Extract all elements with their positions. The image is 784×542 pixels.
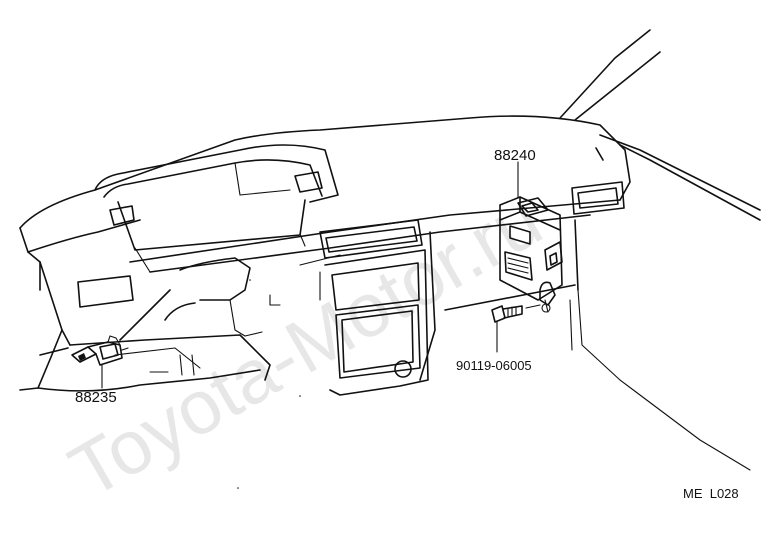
center-console — [319, 219, 429, 396]
diagram-code: ME L028 — [683, 486, 739, 501]
relay-box-88240[interactable] — [499, 196, 563, 313]
left-vent — [77, 275, 134, 308]
right-vent — [571, 181, 625, 215]
door-edge — [569, 289, 751, 471]
part-label-88235: 88235 — [75, 389, 117, 406]
bolt-90119-06005[interactable] — [491, 304, 541, 323]
leader-lines — [101, 161, 519, 389]
switch-88235[interactable] — [71, 335, 129, 366]
steering-column — [119, 257, 281, 341]
windshield-frame — [559, 29, 761, 221]
dashboard-outline — [19, 115, 631, 392]
lower-panel — [39, 331, 263, 376]
specks — [237, 279, 301, 489]
part-label-90119-06005: 90119-06005 — [456, 358, 532, 373]
part-label-88240: 88240 — [494, 147, 536, 164]
instrument-hood — [94, 144, 339, 273]
